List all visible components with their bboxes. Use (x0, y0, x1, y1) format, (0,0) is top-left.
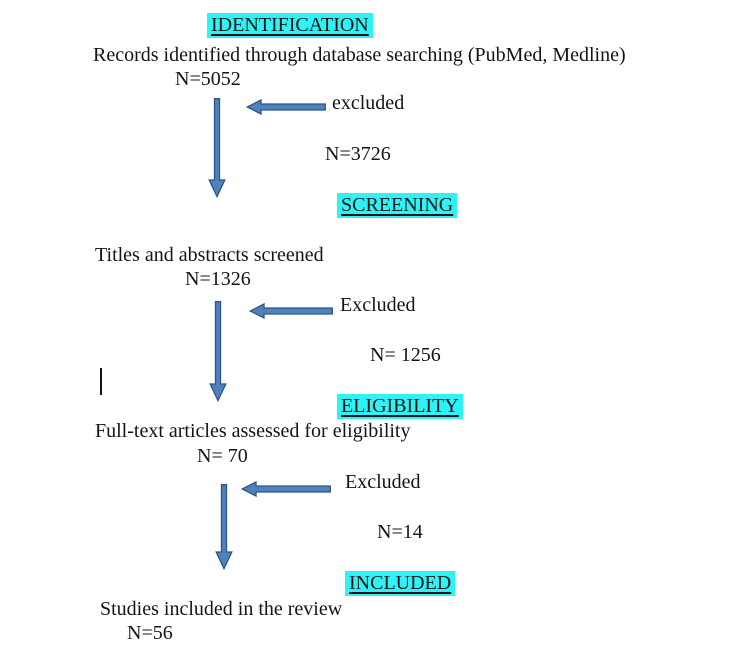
left-arrow-icon (246, 99, 326, 115)
stray-cursor-mark (100, 368, 102, 395)
excluded-label-2: Excluded (340, 294, 416, 316)
identification-text: Records identified through database sear… (93, 44, 626, 66)
stage-label-eligibility: ELIGIBILITY (337, 394, 463, 419)
excluded-count-1: N=3726 (325, 143, 391, 165)
left-arrow-icon (241, 481, 331, 497)
down-arrow-icon (215, 484, 233, 570)
excluded-count-3: N=14 (377, 521, 423, 543)
eligibility-text: Full-text articles assessed for eligibil… (95, 420, 411, 442)
left-arrow-icon (249, 303, 333, 319)
stage-label-identification: IDENTIFICATION (207, 13, 373, 38)
included-count: N=56 (127, 622, 173, 644)
stage-label-screening: SCREENING (337, 193, 458, 218)
included-text: Studies included in the review (100, 598, 343, 620)
screening-text: Titles and abstracts screened (95, 244, 324, 266)
screening-count: N=1326 (185, 268, 251, 290)
excluded-count-2: N= 1256 (370, 344, 441, 366)
eligibility-count: N= 70 (197, 445, 248, 467)
stage-label-included: INCLUDED (345, 571, 456, 596)
down-arrow-icon (208, 98, 226, 198)
down-arrow-icon (209, 301, 227, 402)
identification-count: N=5052 (175, 68, 241, 90)
excluded-label-3: Excluded (345, 471, 421, 493)
excluded-label-1: excluded (332, 92, 405, 114)
